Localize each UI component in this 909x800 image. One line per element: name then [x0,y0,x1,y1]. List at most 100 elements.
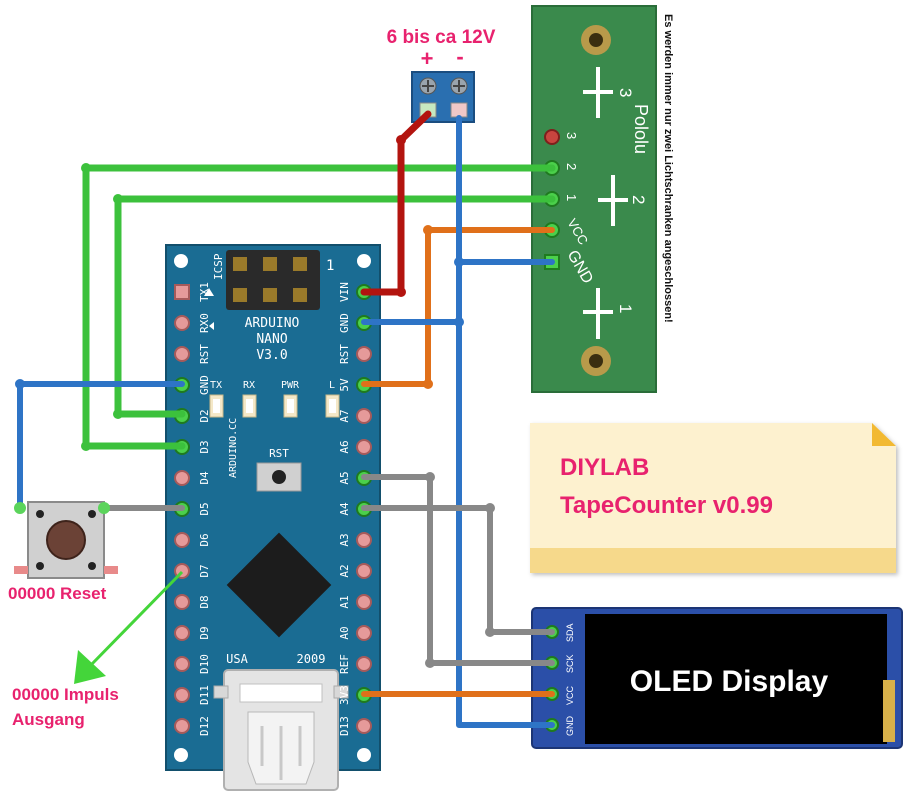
left-pin-label-d6: D6 [198,533,211,546]
sensor-pin-label-2: 2 [564,163,579,170]
left-pin-d4 [174,470,190,486]
rst-button-label: RST [269,447,289,460]
right-pin-label-a1: A1 [338,595,351,608]
oled-pin-label-sda: SDA [565,623,575,642]
arrow-head-icon [74,650,106,684]
right-pin-ref [356,656,372,672]
oled-screen [585,614,887,744]
note-paper [530,423,896,573]
icsp-pin1-label: 1 [326,258,334,274]
note-bottom-band [530,548,896,573]
left-pin-label-rx0: RX0 [198,313,211,333]
left-pin-d9 [174,625,190,641]
left-pin-label-d5: D5 [198,502,211,515]
right-pin-a1 [356,594,372,610]
nano-name-line1: ARDUINO [245,316,300,331]
left-pin-d10 [174,656,190,672]
oled-pin-label-gnd: GND [565,716,575,737]
right-pin-rst [356,346,372,362]
power-minus-label: - [456,44,463,69]
left-pin-tx1 [174,284,190,300]
reset-label: 00000 Reset [8,584,107,603]
sensor-pin-label-3: 3 [564,132,579,139]
usb-connector [213,669,349,791]
sensor-number-2: 2 [629,195,648,204]
power-plus-label: + [421,46,434,71]
led-tx [209,394,224,418]
button-leg [14,566,28,574]
right-pin-label-rst: RST [338,344,351,364]
led-label-pwr: PWR [281,380,300,391]
tx-arrow-icon [204,288,214,296]
left-pin-label-rst: RST [198,344,211,364]
oled-label: OLED Display [630,665,829,698]
year-label: 2009 [297,652,326,666]
oled-display-module: SDA SCK VCC GND [531,607,903,749]
wire-sensor1-d2 [114,195,556,418]
right-pin-label-a6: A6 [338,440,351,453]
left-pin-label-d4: D4 [198,471,211,485]
right-pin-label-a4: A4 [338,502,351,516]
right-pin-label-a7: A7 [338,409,351,422]
wire-a4-sda [361,505,555,635]
left-pin-d6 [174,532,190,548]
note-corner [872,423,896,446]
note-line1: DIYLAB [560,454,649,481]
nano-mount-hole [357,254,371,268]
led-rx [242,394,257,418]
icsp-label: ICSP [212,253,225,280]
left-pin-label-d11: D11 [198,685,211,705]
power-label: 6 bis ca 12V [387,27,496,48]
right-pin-label-a3: A3 [338,533,351,546]
impulse-arrow [74,570,184,684]
right-pin-label-5v: 5V [338,378,351,392]
sensor-mark-2 [598,175,628,226]
oled-pin-label-sck: SCK [565,654,575,673]
note-line2: TapeCounter v0.99 [560,492,773,519]
right-pin-d13 [356,718,372,734]
right-pin-label-vin: VIN [338,282,351,302]
led-label-rx: RX [243,380,255,391]
oled-pin-label-vcc: VCC [565,685,575,705]
left-pin-rst [174,346,190,362]
left-pin-label-tx1: TX1 [198,282,211,302]
left-pin-label-d7: D7 [198,564,211,577]
nano-site-label: ARDUINO.CC [228,418,239,478]
button-leg [104,566,118,574]
impulse-label-line1: 00000 Impuls [12,685,119,704]
right-pin-label-gnd: GND [338,313,351,333]
title-note-card [530,423,896,573]
sensor-mark-1 [583,288,613,339]
sensor-number-3: 3 [616,88,635,97]
sensor-note: Es werden immer nur zwei Lichtschranken … [662,14,674,323]
left-pin-label-d12: D12 [198,716,211,736]
wires [17,110,556,728]
usb-label: USA [226,652,248,666]
left-pin-label-d3: D3 [198,440,211,453]
right-pin-label-3v3: 3V3 [338,685,351,705]
rx-arrow-icon [209,322,214,330]
left-pin-label-d8: D8 [198,595,211,608]
wire-joints [14,135,495,668]
impulse-label-line2: Ausgang [12,710,85,729]
wire-vin [360,110,432,296]
oled-ribbon [883,680,895,742]
button-cap[interactable] [46,520,86,560]
nano-mount-hole [174,748,188,762]
right-pin-a3 [356,532,372,548]
terminal-slot-minus [450,102,468,118]
arduino-nano: ICSP 1 ARDUINO NANO V3.0 ARDUINO.CC TX R… [165,244,381,791]
nano-mount-hole [357,748,371,762]
nano-name-line2: NANO [256,332,287,347]
left-pin-label-d2: D2 [198,409,211,422]
sensor-pin-label-1: 1 [564,194,579,201]
left-pin-label-gnd: GND [198,375,211,395]
right-pin-label-a0: A0 [338,626,351,639]
left-pin-label-d9: D9 [198,626,211,639]
wire-sensor-vcc-5v [361,227,555,387]
reset-push-button[interactable] [14,501,118,579]
right-pin-a7 [356,408,372,424]
rst-button-cap[interactable] [272,470,286,484]
